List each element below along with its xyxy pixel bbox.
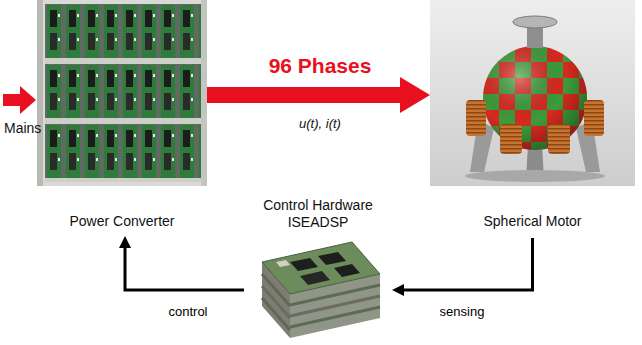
spherical-motor-picture bbox=[430, 0, 635, 186]
mains-arrow bbox=[3, 86, 36, 114]
signal-arrow bbox=[125, 248, 244, 290]
label-holder: u(t), i(t) bbox=[299, 116, 341, 131]
edge-label-holder: control bbox=[168, 304, 207, 319]
node-caption: Power Converter bbox=[69, 213, 174, 230]
converter-box: Power Converter bbox=[37, 0, 207, 236]
motor-box: Spherical Motor bbox=[430, 0, 635, 236]
edge-label: sensing bbox=[440, 304, 485, 319]
phase-arrow bbox=[207, 87, 400, 103]
label-holder: Mains bbox=[4, 120, 41, 136]
edge-label: control bbox=[168, 304, 207, 319]
edge-label: 96 Phases bbox=[269, 54, 372, 78]
edge-label-holder: sensing bbox=[440, 304, 485, 319]
node-caption: Spherical Motor bbox=[483, 213, 581, 230]
control-hardware-photo bbox=[262, 242, 380, 338]
edge-label-holder: 96 Phases bbox=[269, 54, 372, 78]
input-label: Mains bbox=[4, 120, 41, 136]
signal-arrow bbox=[404, 238, 533, 290]
power-converter-photo bbox=[37, 0, 207, 186]
controller-box: Control Hardware ISEADSP bbox=[244, 197, 392, 345]
node-caption: Control Hardware ISEADSP bbox=[244, 197, 392, 231]
signal-label: u(t), i(t) bbox=[299, 116, 341, 131]
